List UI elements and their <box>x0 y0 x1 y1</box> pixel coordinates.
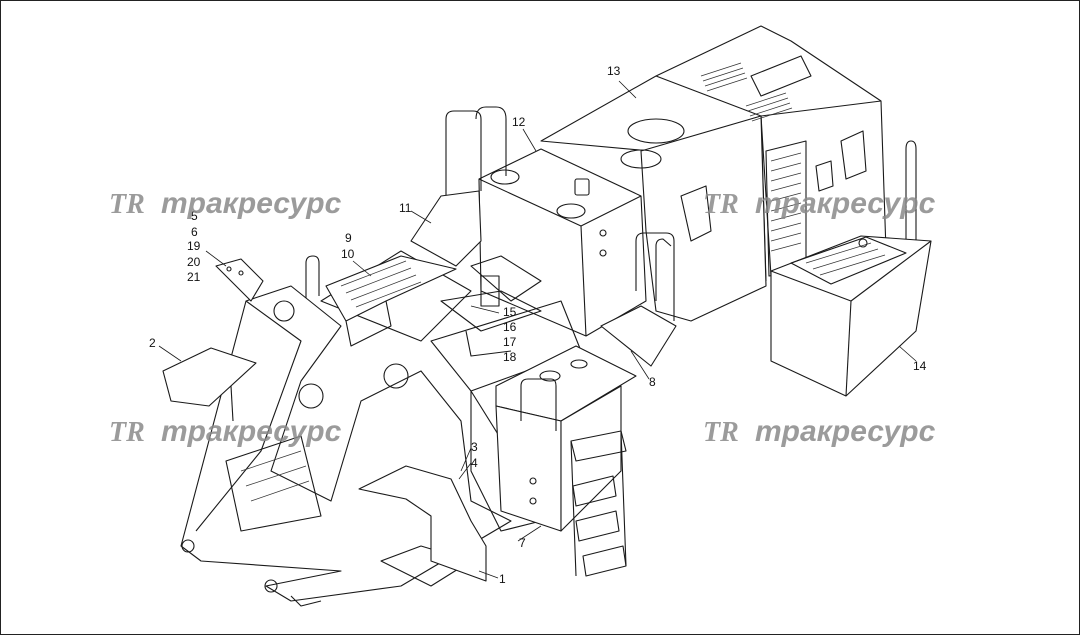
callout-21: 21 <box>187 270 201 284</box>
callout-1: 1 <box>499 572 506 586</box>
watermark-text: тракресурс <box>755 415 936 448</box>
callout-17: 17 <box>503 335 517 349</box>
side-cover <box>600 305 677 367</box>
fenders <box>162 347 487 582</box>
front-step-plate <box>325 255 457 347</box>
watermark-logo: TR <box>703 189 739 220</box>
callout-11: 11 <box>399 201 412 215</box>
callout-3: 3 <box>471 440 478 454</box>
callout-20: 20 <box>187 255 201 269</box>
engine-hood <box>540 25 887 322</box>
callout-16: 16 <box>503 320 517 334</box>
leader-lines <box>158 80 917 579</box>
watermark-top-right: TR тракресурс <box>703 187 936 220</box>
callout-9: 9 <box>345 231 352 245</box>
watermark-logo: TR <box>703 417 739 448</box>
watermark-logo: TR <box>109 417 145 448</box>
callout-19: 19 <box>187 239 201 253</box>
watermark-bottom-right: TR тракресурс <box>703 415 936 448</box>
callout-7: 7 <box>519 536 526 550</box>
callout-2: 2 <box>149 336 156 350</box>
callout-14: 14 <box>913 359 927 373</box>
watermark-top-left: TR тракресурс <box>109 187 342 220</box>
watermark-text: тракресурс <box>755 187 936 220</box>
mounting-bracket <box>215 258 264 302</box>
callout-4: 4 <box>471 456 478 470</box>
handrails <box>305 106 917 321</box>
callout-10: 10 <box>341 247 355 261</box>
callout-5: 5 <box>191 209 198 223</box>
callout-6: 6 <box>191 225 198 239</box>
battery-box <box>770 235 932 397</box>
callout-18: 18 <box>503 350 517 364</box>
rear-cover <box>410 190 482 267</box>
callout-labels: 1 2 3 4 5 6 7 8 9 10 11 12 13 14 15 16 1… <box>149 64 927 586</box>
fuel-tank <box>495 345 637 577</box>
watermark-text: тракресурс <box>161 415 342 448</box>
watermark-logo: TR <box>109 189 145 220</box>
center-hydraulics <box>440 255 542 357</box>
hydraulic-tank <box>478 148 647 337</box>
watermark-text: тракресурс <box>161 187 342 220</box>
callout-13: 13 <box>607 64 621 78</box>
callout-8: 8 <box>649 375 656 389</box>
watermark-bottom-left: TR тракресурс <box>109 415 342 448</box>
callout-12: 12 <box>512 115 526 129</box>
callout-15: 15 <box>503 305 517 319</box>
